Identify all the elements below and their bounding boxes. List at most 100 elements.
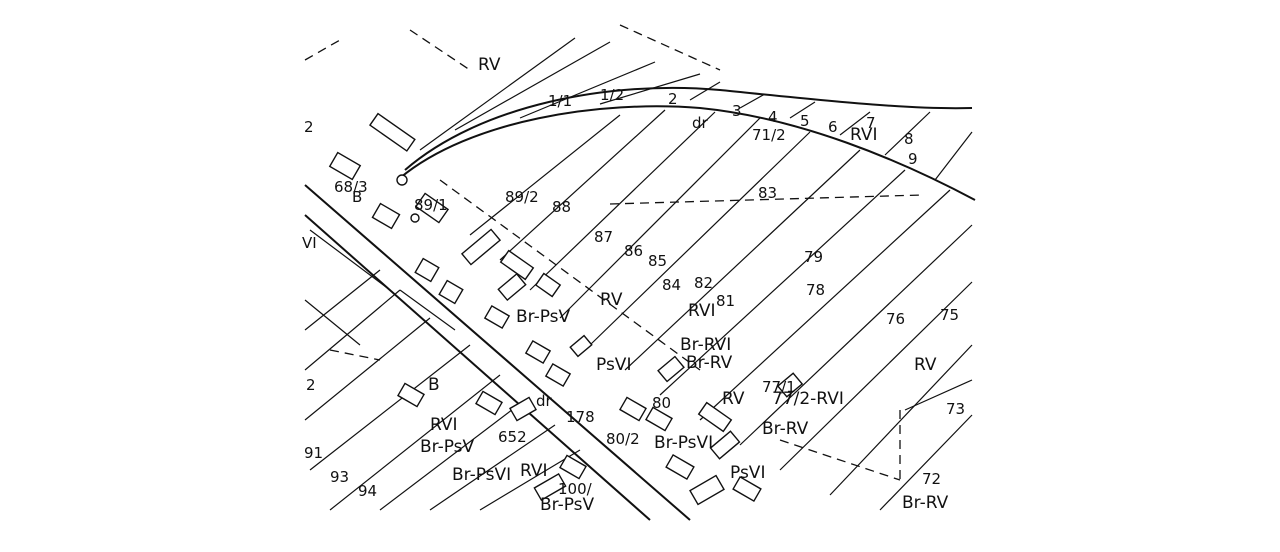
label-80: 80 — [652, 394, 671, 412]
label-rvi-mid: RVI — [688, 301, 716, 321]
label-8: 8 — [904, 130, 914, 148]
curved-road-lower — [399, 105, 976, 201]
building — [328, 151, 362, 181]
label-73: 73 — [946, 400, 965, 418]
building — [697, 401, 733, 433]
building — [657, 355, 685, 383]
building — [368, 112, 416, 152]
label-93: 93 — [330, 468, 349, 486]
label-89-1: 89/1 — [414, 196, 448, 214]
label-br-psvi-2: Br-PsVI — [654, 433, 713, 453]
label-br-rv-2: Br-RV — [762, 419, 809, 439]
label-br-psv-1: Br-PsV — [516, 307, 571, 327]
label-br-rv-bottom: Br-RV — [902, 493, 949, 513]
label-77-1: 77/1 — [762, 378, 796, 396]
road-edge-lower — [304, 214, 651, 521]
building — [371, 202, 401, 230]
label-rvi-low: RVI — [520, 461, 548, 481]
label-76: 76 — [886, 310, 905, 328]
building — [544, 362, 572, 388]
label-rv-mid: RV — [600, 290, 623, 310]
building — [397, 382, 425, 408]
label-vi-left: VI — [302, 234, 317, 252]
parcel-lines — [304, 24, 976, 521]
label-68-3: 68/3 — [334, 178, 368, 196]
label-87: 87 — [594, 228, 613, 246]
survey-point — [396, 174, 408, 186]
building — [497, 272, 527, 302]
building — [499, 249, 535, 281]
label-psvi-2: PsVI — [730, 463, 765, 483]
building — [438, 279, 464, 305]
building — [559, 454, 587, 480]
building — [509, 396, 537, 422]
label-94: 94 — [358, 482, 377, 500]
label-1-1: 1/1 — [548, 92, 572, 110]
label-rvi-left: RVI — [430, 415, 458, 435]
building — [414, 257, 440, 283]
building — [689, 474, 725, 506]
label-2-edge: 2 — [304, 118, 314, 136]
label-83: 83 — [758, 184, 777, 202]
building — [533, 472, 567, 502]
label-91: 91 — [304, 444, 323, 462]
label-br-rvi-1: Br-RVI — [680, 335, 731, 355]
label-77-2: 77/2-RVI — [772, 389, 844, 409]
building — [414, 192, 450, 224]
building — [524, 339, 552, 365]
label-84: 84 — [662, 276, 681, 294]
label-7: 7 — [866, 114, 876, 132]
label-rv-right: RV — [914, 355, 937, 375]
building — [645, 406, 673, 432]
label-br-rv-1: Br-RV — [686, 353, 733, 373]
building — [776, 372, 804, 398]
label-100: 100/ — [558, 480, 593, 498]
buildings — [328, 112, 804, 506]
road-edge-upper — [304, 184, 691, 521]
label-dr-mid: dr — [536, 392, 553, 410]
label-rv-top: RV — [478, 55, 501, 75]
label-rvi-top: RVI — [850, 125, 878, 145]
label-b-2: B — [428, 375, 440, 395]
label-80-2: 80/2 — [606, 430, 640, 448]
label-rv-77: RV — [722, 389, 745, 409]
label-br-psv-2: Br-PsV — [420, 437, 475, 457]
building — [534, 272, 562, 298]
label-86: 86 — [624, 242, 643, 260]
label-89-2: 89/2 — [505, 188, 539, 206]
label-psvi-1: PsVI — [596, 355, 631, 375]
building — [475, 390, 503, 416]
label-88: 88 — [552, 198, 571, 216]
label-6: 6 — [828, 118, 838, 136]
label-71-2: 71/2 — [752, 126, 786, 144]
building — [569, 334, 593, 358]
label-2-left: 2 — [306, 376, 316, 394]
label-652: 652 — [498, 428, 527, 446]
building — [709, 430, 741, 460]
building — [460, 228, 502, 266]
label-82: 82 — [694, 274, 713, 292]
survey-point — [410, 213, 420, 223]
label-3: 3 — [732, 102, 742, 120]
label-85: 85 — [648, 252, 667, 270]
label-dr-top: dr — [692, 114, 709, 132]
building — [732, 475, 762, 503]
label-75: 75 — [940, 306, 959, 324]
building — [483, 304, 511, 330]
curved-road-upper — [404, 86, 973, 171]
label-79: 79 — [804, 248, 823, 266]
label-81: 81 — [716, 292, 735, 310]
label-5: 5 — [800, 112, 810, 130]
map-labels: RV 1/1 1/2 2 3 4 5 6 7 RVI 8 9 dr 71/2 8… — [302, 55, 965, 515]
label-1-2: 1/2 — [600, 86, 624, 104]
building — [619, 396, 647, 422]
label-72: 72 — [922, 470, 941, 488]
label-78: 78 — [806, 281, 825, 299]
label-br-psvi-3: Br-PsVI — [452, 465, 511, 485]
label-178: 178 — [566, 408, 595, 426]
label-b-1: B — [352, 188, 362, 206]
label-br-psv-3: Br-PsV — [540, 495, 595, 515]
label-9: 9 — [908, 150, 918, 168]
